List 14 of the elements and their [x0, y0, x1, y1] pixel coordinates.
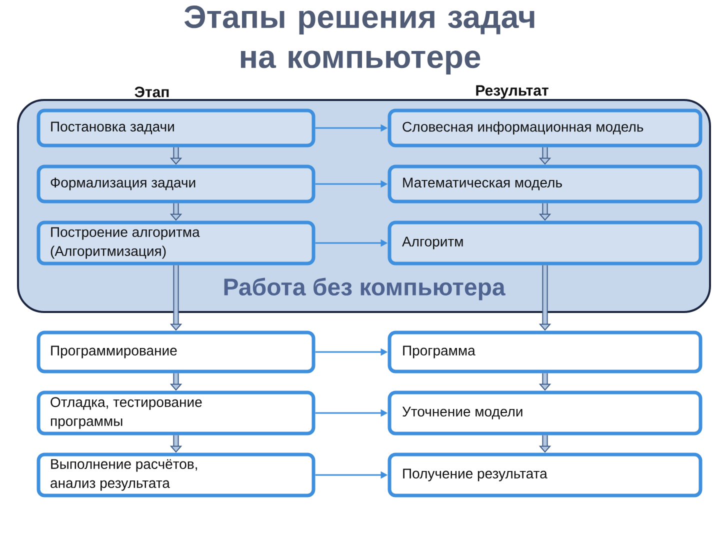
result-box: Уточнение модели [388, 390, 702, 436]
stage-box: Постановка задачи [36, 108, 316, 148]
group-label: Работа без компьютера [224, 278, 506, 300]
result-box: Математическая модель [388, 164, 702, 204]
stage-box: Формализация задачи [36, 164, 316, 204]
title: Этапы решения задач на компьютере [184, 6, 534, 74]
stage-box: Программирование [36, 330, 316, 374]
result-box: Получение результата [388, 452, 702, 498]
result-box: Программа [388, 330, 702, 374]
result-box: Алгоритм [388, 220, 702, 266]
stage-box: Построение алгоритма (Алгоритмизация) [36, 220, 316, 266]
result-box: Словесная информационная модель [388, 108, 702, 148]
stage-box: Отладка, тестирование программы [36, 390, 316, 436]
stage-box: Выполнение расчётов, анализ результата [36, 452, 316, 498]
